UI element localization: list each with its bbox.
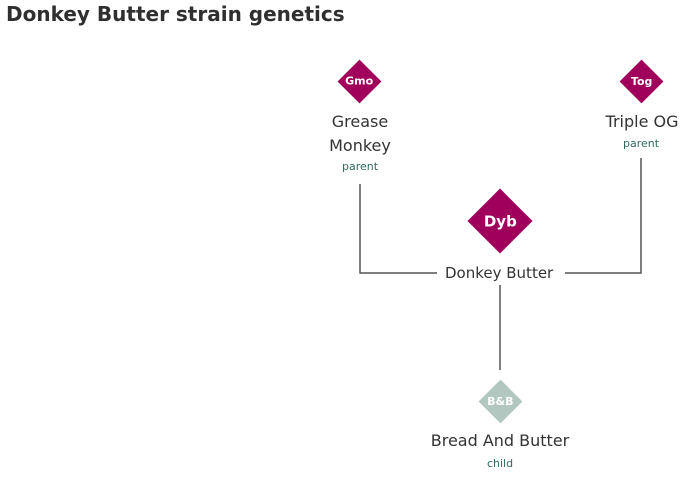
connector-parent-2 bbox=[565, 158, 642, 274]
page-title: Donkey Butter strain genetics bbox=[6, 2, 345, 26]
strain-name-donkey-butter[interactable]: Donkey Butter bbox=[437, 264, 562, 282]
strain-name-grease-monkey[interactable]: Grease Monkey bbox=[329, 112, 391, 155]
strain-name-bread-and-butter[interactable]: Bread And Butter bbox=[430, 431, 570, 450]
strain-role-label: parent bbox=[622, 137, 660, 150]
connector-parent-1 bbox=[359, 184, 440, 274]
strain-abbr: Gmo bbox=[345, 75, 374, 88]
strain-abbr: Dyb bbox=[483, 212, 517, 230]
strain-abbr: B&B bbox=[487, 395, 514, 408]
strain-role-label: child bbox=[486, 457, 514, 470]
strain-abbr: Tog bbox=[630, 74, 653, 88]
strain-role-label: parent bbox=[341, 160, 379, 173]
strain-name-triple-og[interactable]: Triple OG bbox=[605, 112, 679, 131]
